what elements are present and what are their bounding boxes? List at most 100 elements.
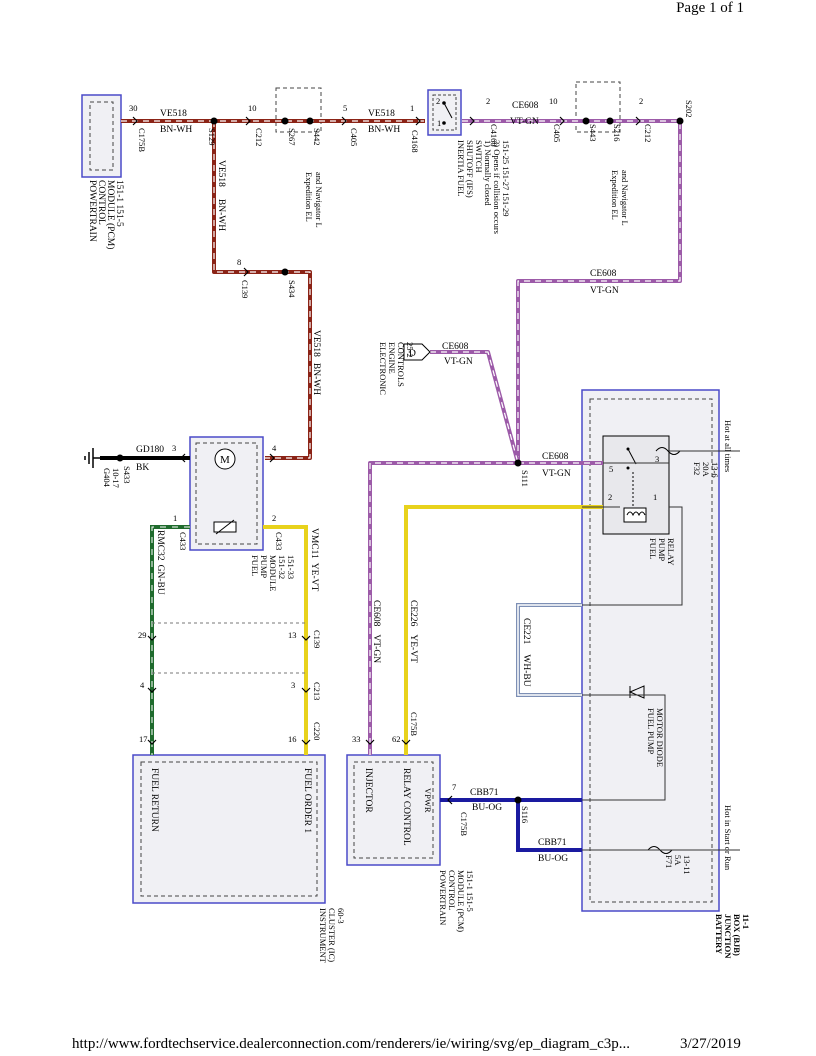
connector-c220: C220	[312, 722, 322, 740]
wire-rmc32	[150, 525, 190, 755]
connector-c4168-a: C4168	[410, 130, 420, 153]
connector-c175b-top: C175B	[137, 128, 147, 152]
fuse-f32: F3220A13-6	[655, 447, 720, 478]
wire-ce221	[516, 603, 582, 697]
label-vtgn-c: VT-GN	[444, 357, 473, 367]
svg-text:5: 5	[609, 464, 613, 474]
svg-text:INJECTOR: INJECTOR	[363, 768, 373, 813]
label-bnwh-a: BN-WH	[160, 125, 192, 135]
splice-s442: S442	[312, 128, 322, 145]
pin-5: 5	[343, 103, 347, 113]
footer-url[interactable]: http://www.fordtechservice.dealerconnect…	[72, 1036, 630, 1052]
pin-4: 4	[272, 443, 277, 453]
eec-connector: D ELECTRONICENGINECONTROLS25-2	[378, 342, 431, 395]
splice-s129: S129	[207, 128, 217, 145]
pin-30: 30	[129, 103, 138, 113]
pin-8: 8	[237, 257, 241, 267]
svg-text:Expedition ELand Navigator L: Expedition ELand Navigator L	[610, 170, 630, 226]
wire-ce226	[404, 505, 603, 755]
fuel-pump-relay: 3 5 2 1 FUELPUMPRELAY	[602, 435, 676, 566]
pin-10-a: 10	[248, 103, 257, 113]
svg-text:M: M	[220, 454, 230, 466]
connector-c139-b: C139	[312, 630, 322, 648]
pcm-bottom-module: INJECTOR RELAY CONTROL VPWR POWERTRAINCO…	[346, 754, 475, 932]
label-ve518-d: VE518BN-WH	[311, 330, 321, 395]
connector-c175b-bottom-b: C175B	[459, 812, 469, 836]
wire-cbb71	[440, 798, 582, 852]
splice-dots	[116, 117, 684, 804]
svg-text:3: 3	[655, 454, 659, 464]
wire-ve518	[121, 119, 425, 460]
ground-g404: G40410-17	[102, 468, 121, 488]
pin-3-b: 3	[291, 680, 295, 690]
pin-1-a: 1	[410, 103, 414, 113]
connector-c405-a: C405	[349, 128, 359, 146]
svg-text:Hot at all times: Hot at all times	[723, 420, 733, 472]
connector-c175b-bottom-a: C175B	[409, 712, 419, 736]
label-ce221: CE221WH-BU	[521, 618, 531, 687]
pin-29: 29	[138, 630, 147, 640]
label-vtgn-b: VT-GN	[590, 286, 619, 296]
connector-c139-a: C139	[240, 280, 250, 298]
pin-10-b: 10	[549, 96, 558, 106]
connector-c213: C213	[312, 682, 322, 700]
expedition-splice-box-1: Expedition ELand Navigator L	[275, 87, 324, 228]
connector-chevrons	[132, 116, 641, 805]
svg-text:FUEL PUMPMOTOR DIODE: FUEL PUMPMOTOR DIODE	[646, 708, 665, 767]
splice-s267: S267	[287, 128, 297, 145]
svg-text:INERTIA FUELSHUTOFF (IFS)SWITC: INERTIA FUELSHUTOFF (IFS)SWITCH1) Normal…	[456, 140, 511, 234]
svg-text:POWERTRAINCONTROLMODULE (PCM)1: POWERTRAINCONTROLMODULE (PCM)151-1 151-5	[87, 180, 124, 249]
pin-33: 33	[352, 734, 361, 744]
label-vmc11: VMC11YE-VT	[309, 528, 319, 591]
instrument-cluster: FUEL RETURN FUEL ORDER 1 INSTRUMENTCLUST…	[132, 754, 346, 964]
label-bnwh-b: BN-WH	[368, 125, 400, 135]
splice-s443: S443	[588, 124, 598, 141]
svg-text:1: 1	[437, 118, 441, 128]
splice-s433: S433	[122, 466, 132, 483]
pin-2-b: 2	[639, 96, 643, 106]
connector-c212-a: C212	[254, 128, 264, 146]
fuel-pump-module: M FUELPUMPMODULE151-32151-33	[189, 436, 296, 591]
pin-3: 3	[172, 443, 176, 453]
splice-s111: S111	[520, 470, 530, 487]
label-gd180: GD180	[136, 445, 164, 455]
svg-text:2: 2	[436, 96, 440, 106]
connector-dashed-links	[152, 622, 306, 674]
label-ce608-c: CE608	[442, 342, 469, 352]
connector-c433-a: C433	[178, 532, 188, 550]
ifs-switch: 2 1 INERTIA FUELSHUTOFF (IFS)SWITCH1) No…	[427, 89, 511, 234]
bjb-internal-wiring	[582, 450, 740, 851]
pin-1-b: 1	[173, 513, 177, 523]
svg-text:2: 2	[608, 492, 612, 502]
label-vtgn-a: VT-GN	[510, 117, 539, 127]
label-cbb71-b: CBB71	[538, 838, 567, 848]
pin-17: 17	[139, 734, 148, 744]
label-buog-b: BU-OG	[538, 854, 568, 864]
label-rmc32: RMC32GN-BU	[155, 530, 165, 595]
svg-text:F715A13-11: F715A13-11	[664, 855, 692, 875]
label-ve518-c: VE518BN-WH	[216, 160, 226, 231]
label-cbb71-a: CBB71	[470, 788, 499, 798]
label-ce226: CE226YE-VT	[408, 600, 418, 663]
pin-2-c: 2	[272, 513, 276, 523]
label-ce608-b: CE608	[590, 269, 617, 279]
pin-16: 16	[288, 734, 297, 744]
svg-text:VPWR: VPWR	[423, 788, 433, 813]
svg-text:Expedition ELand Navigator L: Expedition ELand Navigator L	[304, 172, 324, 228]
label-vtgn-d: VT-GN	[542, 469, 571, 479]
splice-s202: S202	[684, 100, 694, 117]
pin-7: 7	[452, 782, 456, 792]
svg-text:BATTERYJUNCTIONBOX (BJB)11-1: BATTERYJUNCTIONBOX (BJB)11-1	[714, 914, 751, 959]
svg-text:FUEL ORDER 1: FUEL ORDER 1	[302, 768, 312, 833]
pin-13: 13	[288, 630, 297, 640]
svg-text:ELECTRONICENGINECONTROLS25-2: ELECTRONICENGINECONTROLS25-2	[378, 342, 415, 395]
svg-text:FUELPUMPRELAY: FUELPUMPRELAY	[648, 538, 676, 566]
pin-2-a: 2	[486, 96, 490, 106]
connector-c433-b: C433	[274, 532, 284, 550]
pcm-top-module: POWERTRAINCONTROLMODULE (PCM)151-1 151-5	[81, 94, 124, 249]
connector-c405-b: C405	[552, 124, 562, 142]
svg-text:1: 1	[653, 492, 657, 502]
pin-4-b: 4	[140, 680, 145, 690]
label-ve518-b: VE518	[368, 109, 395, 119]
